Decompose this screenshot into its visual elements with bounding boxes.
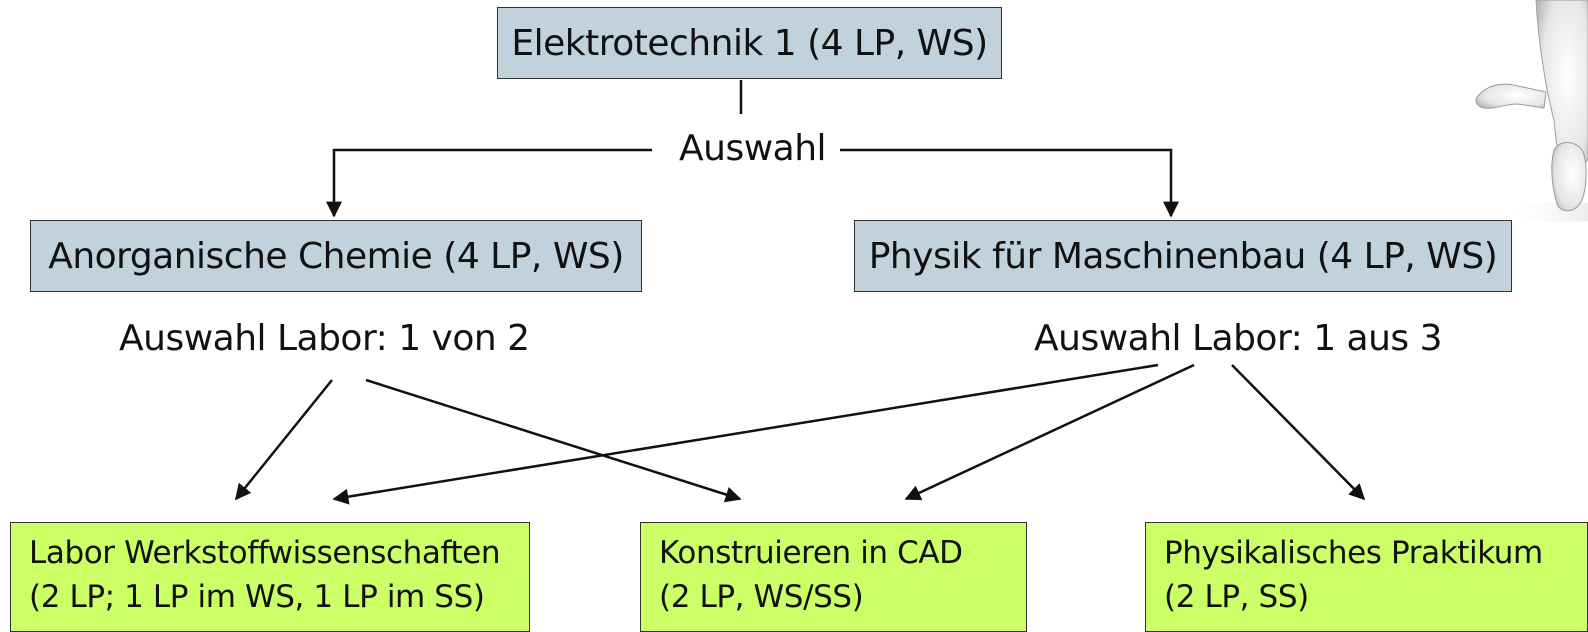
- lab-konstruieren-cad-line2: (2 LP, WS/SS): [659, 579, 864, 615]
- arrow-left-to-lab1: [234, 379, 333, 501]
- choice-label: Auswahl: [679, 128, 827, 169]
- lab-physikalisches-praktikum-line2: (2 LP, SS): [1164, 579, 1309, 615]
- node-physik-maschinenbau: Physik für Maschinenbau (4 LP, WS): [854, 220, 1512, 292]
- left-lab-choice-label: Auswahl Labor: 1 von 2: [119, 318, 530, 359]
- lab-werkstoffwissenschaften: Labor Werkstoffwissenschaften (2 LP; 1 L…: [10, 522, 530, 632]
- arrow-right-to-lab1: [332, 363, 1159, 505]
- lab-konstruieren-cad-line1: Konstruieren in CAD: [659, 535, 963, 571]
- arrow-left-to-lab2: [365, 378, 742, 503]
- lab-werkstoffwissenschaften-line2: (2 LP; 1 LP im WS, 1 LP im SS): [29, 579, 485, 615]
- lab-physikalisches-praktikum-line1: Physikalisches Praktikum: [1164, 535, 1543, 571]
- person-figure-image: [1474, 0, 1588, 222]
- node-elektrotechnik-label: Elektrotechnik 1 (4 LP, WS): [511, 22, 988, 64]
- branch-left-line: [326, 148, 652, 218]
- node-anorganische-chemie-label: Anorganische Chemie (4 LP, WS): [48, 235, 624, 277]
- node-anorganische-chemie: Anorganische Chemie (4 LP, WS): [30, 220, 642, 292]
- arrow-right-to-lab2: [904, 363, 1195, 501]
- right-lab-choice-label: Auswahl Labor: 1 aus 3: [1034, 318, 1443, 359]
- person-figure-icon: [1475, 0, 1588, 222]
- arrow-right-to-lab3: [1231, 364, 1366, 501]
- lab-werkstoffwissenschaften-line1: Labor Werkstoffwissenschaften: [29, 535, 501, 571]
- branch-right-line: [840, 148, 1179, 218]
- lab-konstruieren-cad: Konstruieren in CAD (2 LP, WS/SS): [640, 522, 1027, 632]
- lab-physikalisches-praktikum: Physikalisches Praktikum (2 LP, SS): [1145, 522, 1588, 632]
- node-elektrotechnik: Elektrotechnik 1 (4 LP, WS): [497, 7, 1002, 79]
- node-physik-maschinenbau-label: Physik für Maschinenbau (4 LP, WS): [868, 235, 1498, 277]
